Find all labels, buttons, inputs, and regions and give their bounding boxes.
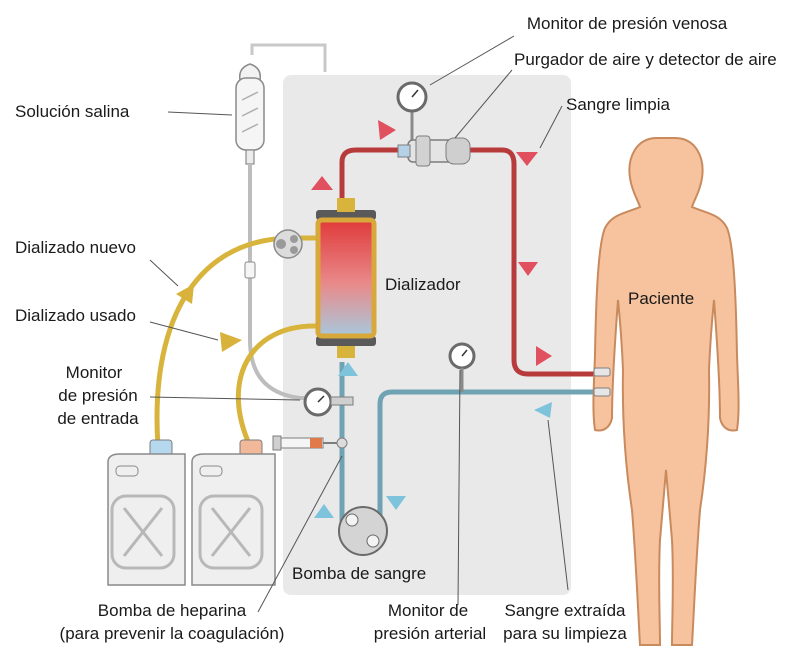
air-trap-detector (397, 135, 471, 167)
label-inflow-monitor-3: de entrada (57, 409, 139, 428)
dialysate-valve (273, 229, 303, 259)
arrow-yellow-icon (220, 332, 242, 352)
label-dialyzer: Dializador (385, 275, 461, 294)
arrow-red-icon (518, 262, 538, 276)
label-heparin-pump-2: (para prevenir la coagulación) (60, 624, 285, 643)
used-dialysate-canister (191, 439, 276, 586)
label-heparin-pump-1: Bomba de heparina (98, 601, 247, 620)
arrow-blue-icon (338, 362, 358, 376)
label-inflow-monitor-1: Monitor (66, 363, 123, 382)
label-withdrawn-blood-2: para su limpieza (503, 624, 627, 643)
patient-figure (592, 137, 740, 646)
saline-line (248, 164, 310, 400)
used-dialysate-tube (235, 323, 317, 448)
label-arterial-monitor-1: Monitor de (388, 601, 468, 620)
venous-pressure-gauge (396, 81, 428, 140)
saline-hanger (250, 43, 327, 72)
inflow-pressure-gauge (303, 387, 354, 417)
label-used-dialysate: Dializado usado (15, 306, 136, 325)
heparin-syringe (272, 435, 348, 451)
label-withdrawn-blood-1: Sangre extraída (505, 601, 627, 620)
arrow-blue-icon (314, 504, 334, 518)
label-air-trap: Purgador de aire y detector de aire (514, 50, 777, 69)
saline-bag (235, 63, 265, 165)
label-clean-blood: Sangre limpia (566, 95, 670, 114)
label-arterial-monitor-2: presión arterial (374, 624, 486, 643)
arrow-red-icon (378, 120, 396, 140)
arrow-red-icon (536, 346, 552, 366)
label-new-dialysate: Dializado nuevo (15, 238, 136, 257)
dialyzer (315, 198, 377, 358)
arterial-pressure-gauge (448, 342, 476, 392)
new-dialysate-tube (154, 235, 291, 447)
arrow-blue-icon (534, 402, 552, 418)
blood-pump (338, 506, 388, 556)
saline-clamp (244, 261, 256, 279)
label-venous-monitor: Monitor de presión venosa (527, 14, 728, 33)
label-inflow-monitor-2: de presión (58, 386, 137, 405)
leader-lines (149, 35, 569, 613)
arrow-red-icon (516, 152, 538, 166)
clean-blood-line (339, 147, 605, 377)
new-dialysate-canister (107, 439, 186, 586)
label-patient: Paciente (628, 289, 694, 308)
label-saline: Solución salina (15, 102, 130, 121)
arrow-blue-icon (386, 496, 406, 510)
arrow-yellow-icon (176, 284, 194, 304)
arrow-red-icon (311, 176, 333, 190)
access-needles (593, 367, 611, 397)
label-blood-pump: Bomba de sangre (292, 564, 426, 583)
